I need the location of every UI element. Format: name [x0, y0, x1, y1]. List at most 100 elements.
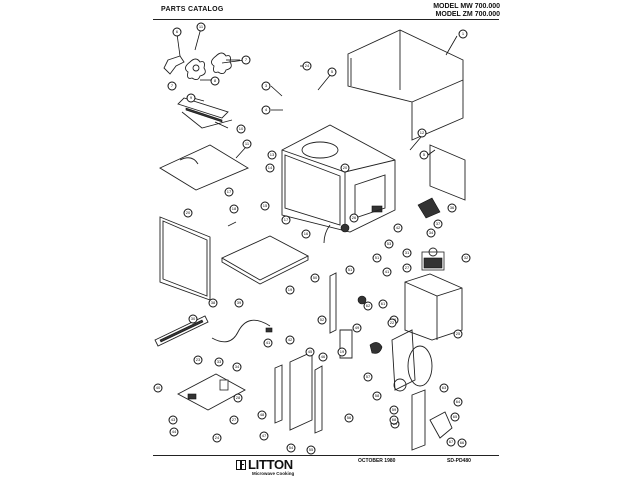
callout-marker: [259, 431, 269, 441]
callout-marker: [337, 347, 347, 357]
callout-marker: [229, 415, 239, 425]
leader-line: [317, 73, 332, 91]
door-switch-panel: [274, 351, 323, 434]
callout-number: 41: [266, 340, 271, 345]
callout-number: 50: [313, 275, 318, 280]
callout-marker: [285, 335, 295, 345]
callout-marker: [382, 267, 392, 277]
callout-marker: [457, 438, 467, 448]
callout-number: 15: [263, 203, 268, 208]
callout-number: 51: [348, 267, 353, 272]
oven-tray: [221, 235, 309, 285]
callout-marker: [340, 163, 350, 173]
callout-marker: [242, 139, 252, 149]
callout-number: 27: [405, 265, 410, 270]
callout-marker: [236, 124, 246, 134]
callout-number: 46: [321, 354, 326, 359]
callout-number: 8: [214, 78, 217, 83]
footer-divider: [153, 455, 499, 456]
control-housing: [404, 273, 463, 341]
callout-marker: [233, 393, 243, 403]
callout-marker: [193, 355, 203, 365]
callout-number: 41: [385, 269, 390, 274]
leader-line: [445, 35, 458, 56]
callout-number: 6: [176, 29, 179, 34]
callout-marker: [153, 383, 163, 393]
callout-marker: [317, 315, 327, 325]
callout-marker: [188, 314, 198, 324]
callout-number: 17: [284, 217, 289, 222]
callout-number: 19: [340, 349, 345, 354]
callout-number: 64: [456, 399, 461, 404]
callout-group: 6 11 7 7 8 9 10 11 24 3 4 5 1 12 5 13 14…: [153, 22, 471, 455]
catalog-title: PARTS CATALOG: [161, 6, 224, 13]
callout-number: 51: [375, 255, 380, 260]
callout-marker: [168, 415, 178, 425]
callout-number: 24: [305, 63, 310, 68]
callout-number: 37: [436, 221, 441, 226]
callout-marker: [349, 213, 359, 223]
callout-number: 53: [387, 241, 392, 246]
magnetron: [421, 247, 445, 271]
callout-marker: [305, 347, 315, 357]
callout-marker: [372, 391, 382, 401]
callout-marker: [261, 105, 271, 115]
callout-number: 28: [236, 395, 241, 400]
grille: [417, 197, 441, 219]
callout-marker: [461, 253, 471, 263]
oven-cavity: [281, 124, 396, 233]
callout-number: 39: [237, 300, 242, 305]
callout-marker: [327, 67, 337, 77]
callout-marker: [232, 362, 242, 372]
callout-number: 16: [304, 231, 309, 236]
callout-number: 30: [191, 316, 196, 321]
callout-marker: [387, 318, 397, 328]
brand-subtitle: Microwave Cooking: [252, 471, 295, 476]
callout-number: 27: [232, 417, 237, 422]
outer-cabinet: [347, 29, 464, 141]
header-divider: [153, 19, 499, 20]
callout-number: 3: [265, 83, 268, 88]
callout-marker: [214, 357, 224, 367]
callout-number: 59: [392, 407, 397, 412]
callout-number: 34: [429, 230, 434, 235]
document-code: SD-PD480: [447, 458, 471, 464]
callout-marker: [229, 204, 239, 214]
callout-marker: [363, 301, 373, 311]
callout-number: 32: [464, 255, 469, 260]
callout-marker: [301, 229, 311, 239]
latch-strip: [154, 315, 209, 347]
callout-number: 12: [420, 130, 425, 135]
callout-number: 5: [423, 152, 426, 157]
brand-name: LITTON: [248, 457, 293, 472]
callout-marker: [257, 410, 267, 420]
callout-marker: [439, 383, 449, 393]
callout-number: 9: [190, 95, 193, 100]
callout-marker: [446, 437, 456, 447]
callout-marker: [286, 443, 296, 453]
callout-marker: [426, 228, 436, 238]
callout-number: 1: [462, 31, 465, 36]
callout-number: 23: [196, 357, 201, 362]
callout-marker: [453, 329, 463, 339]
callout-number: 26: [352, 215, 357, 220]
callout-number: 14: [268, 165, 273, 170]
callout-marker: [285, 285, 295, 295]
callout-marker: [263, 338, 273, 348]
callout-number: 13: [270, 152, 275, 157]
callout-marker: [210, 76, 220, 86]
callout-number: 20: [186, 210, 191, 215]
callout-marker: [402, 263, 412, 273]
callout-number: 63: [442, 385, 447, 390]
callout-number: 44: [172, 429, 177, 434]
callout-marker: [186, 93, 196, 103]
callout-marker: [458, 29, 468, 39]
callout-marker: [363, 372, 373, 382]
callout-marker: [260, 201, 270, 211]
callout-number: 11: [199, 24, 204, 29]
callout-marker: [224, 187, 234, 197]
callout-marker: [265, 163, 275, 173]
callout-number: 11: [245, 141, 250, 146]
